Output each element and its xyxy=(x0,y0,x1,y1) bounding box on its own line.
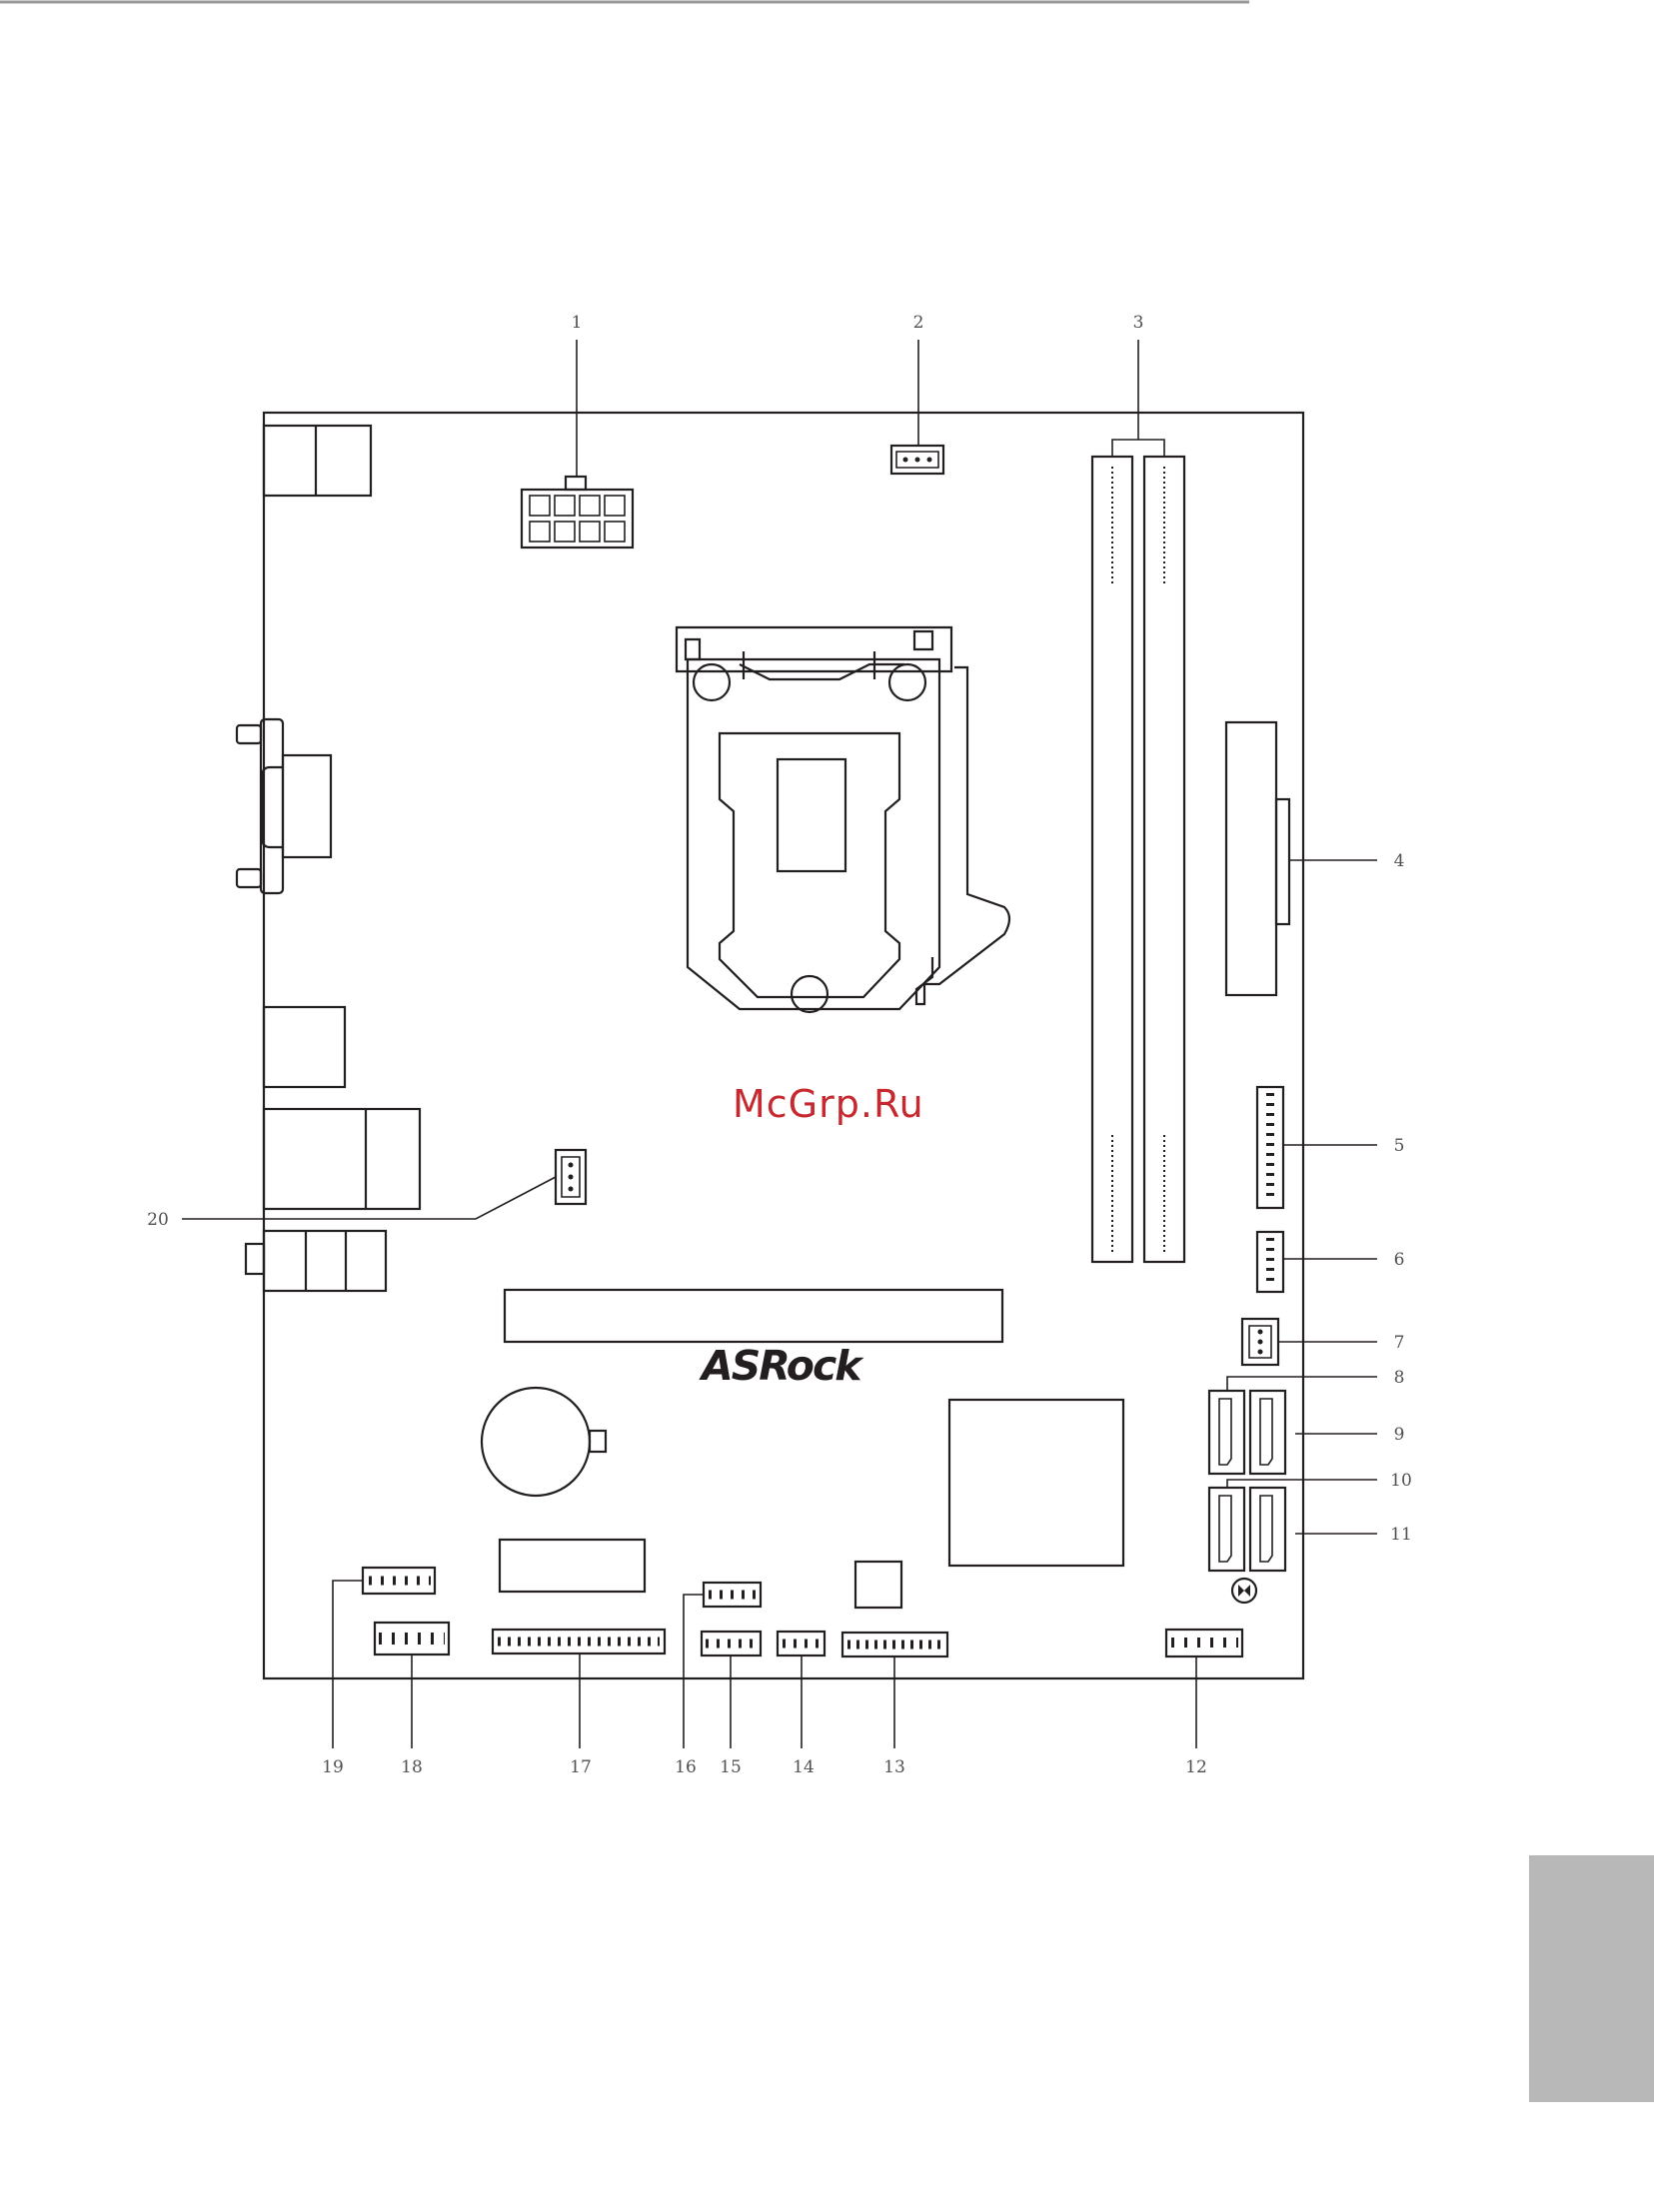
bottom-headers xyxy=(363,1568,1242,1657)
asrock-logo: ASRock xyxy=(702,1342,860,1390)
callout-4: 4 xyxy=(1394,851,1405,871)
atx12v-power-connector xyxy=(522,477,633,548)
callout-2: 2 xyxy=(913,313,924,333)
chipset xyxy=(949,1400,1123,1566)
right-headers xyxy=(1242,1087,1283,1365)
cpu-fan-header xyxy=(891,446,943,474)
sata-ports xyxy=(1209,1391,1285,1603)
bios-chip xyxy=(500,1540,645,1592)
callout-7: 7 xyxy=(1394,1333,1405,1353)
cpu-socket xyxy=(677,627,1009,1012)
watermark-text: McGrp.Ru xyxy=(733,1082,924,1126)
io-chip xyxy=(855,1562,901,1608)
callout-labels: 1 2 3 4 5 6 7 8 9 10 11 12 13 14 15 16 1… xyxy=(147,313,1412,1777)
callout-11: 11 xyxy=(1390,1525,1412,1545)
callout-3: 3 xyxy=(1133,313,1144,333)
cmos-battery xyxy=(482,1388,606,1496)
callout-19: 19 xyxy=(322,1757,344,1777)
callout-12: 12 xyxy=(1185,1757,1207,1777)
callout-8: 8 xyxy=(1394,1368,1405,1388)
callout-5: 5 xyxy=(1394,1136,1405,1156)
callout-16: 16 xyxy=(675,1757,697,1777)
chassis-fan-header-left xyxy=(556,1150,586,1204)
atx-power-connector xyxy=(1226,722,1289,995)
callout-9: 9 xyxy=(1394,1425,1405,1445)
side-tab xyxy=(1529,1855,1654,2102)
board-outline xyxy=(264,413,1303,1678)
ddr-dimm-slots xyxy=(1092,457,1184,1262)
callout-17: 17 xyxy=(570,1757,592,1777)
callout-15: 15 xyxy=(720,1757,742,1777)
callout-6: 6 xyxy=(1394,1250,1405,1270)
callout-13: 13 xyxy=(883,1757,905,1777)
callout-1: 1 xyxy=(572,313,583,333)
callout-14: 14 xyxy=(793,1757,815,1777)
pcie-slot xyxy=(505,1290,1002,1342)
callout-20: 20 xyxy=(147,1210,169,1230)
leader-lines xyxy=(182,340,1377,1748)
callout-18: 18 xyxy=(401,1757,423,1777)
callout-10: 10 xyxy=(1390,1471,1412,1491)
